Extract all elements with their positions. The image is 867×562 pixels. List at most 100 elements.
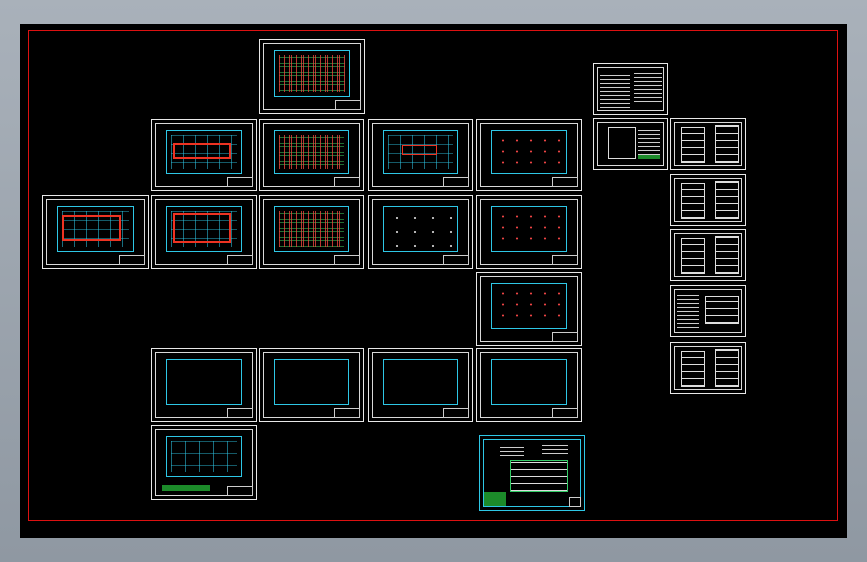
drawing-sheet-e2[interactable] xyxy=(259,348,364,422)
floor-plan xyxy=(491,359,567,405)
title-block xyxy=(334,177,360,187)
grid-axis-markers xyxy=(158,353,250,355)
grid-axis-markers xyxy=(375,200,466,202)
drawing-sheet-e1[interactable] xyxy=(151,348,257,422)
sheet-frame xyxy=(674,178,742,222)
sheet-frame xyxy=(155,429,253,496)
title-block xyxy=(569,497,581,507)
floor-plan xyxy=(274,130,349,174)
title-block xyxy=(119,255,145,265)
drawing-sheet-e4[interactable] xyxy=(476,348,582,422)
plan-grid xyxy=(388,211,453,247)
drawing-sheet-c2[interactable] xyxy=(259,195,364,269)
grid-axis-markers xyxy=(483,277,575,279)
plan-wall-outline xyxy=(62,215,121,241)
sheet-frame xyxy=(480,199,578,265)
grid-axis-markers xyxy=(266,44,358,46)
sheet-frame xyxy=(155,352,253,418)
plan-grid xyxy=(388,135,453,169)
floor-plan xyxy=(57,206,134,252)
plan-wall-outline xyxy=(402,145,437,155)
plan-wall-outline xyxy=(173,213,231,243)
drawing-sheet-s1[interactable] xyxy=(670,118,746,170)
schematic-block xyxy=(681,351,705,387)
floor-plan xyxy=(166,359,242,405)
drawing-sheet-f1[interactable] xyxy=(151,425,257,500)
drawing-sheet-c3[interactable] xyxy=(368,195,473,269)
floor-plan xyxy=(166,130,242,174)
title-block xyxy=(552,255,578,265)
title-block xyxy=(552,408,578,418)
drawing-sheet-b2[interactable] xyxy=(259,119,364,191)
sheet-frame xyxy=(674,289,742,333)
title-block xyxy=(227,486,253,496)
drawing-sheet-c0[interactable] xyxy=(42,195,149,269)
sheet-frame xyxy=(674,233,742,277)
notes-text xyxy=(600,72,630,108)
drawing-sheet-n2[interactable] xyxy=(593,118,668,170)
sheet-frame xyxy=(597,122,664,166)
drawing-sheet-a1[interactable] xyxy=(259,39,365,114)
plan-grid xyxy=(279,211,344,247)
legend-block xyxy=(484,492,506,506)
title-block xyxy=(334,255,360,265)
drawing-sheet-c1[interactable] xyxy=(151,195,257,269)
plan-grid xyxy=(171,135,237,169)
drawing-sheet-b3[interactable] xyxy=(368,119,473,191)
sheet-frame xyxy=(483,439,581,507)
sheet-frame xyxy=(480,352,578,418)
grid-axis-markers xyxy=(266,200,357,202)
plan-grid xyxy=(496,288,562,324)
schematic-block xyxy=(705,296,739,324)
floor-plan xyxy=(491,130,567,174)
grid-axis-markers xyxy=(483,200,575,202)
schematic-block xyxy=(681,183,705,219)
drawing-sheet-b1[interactable] xyxy=(151,119,257,191)
model-space-border xyxy=(28,30,838,521)
notes-text xyxy=(542,444,568,454)
sheet-frame xyxy=(674,346,742,390)
notes-text xyxy=(500,444,524,456)
schematic-block xyxy=(715,349,739,387)
grid-axis-markers xyxy=(483,353,575,355)
plan-grid xyxy=(62,211,129,247)
grid-axis-markers xyxy=(375,124,466,126)
schematic-block xyxy=(715,125,739,163)
drawing-sheet-b4[interactable] xyxy=(476,119,582,191)
grid-axis-markers xyxy=(266,124,357,126)
plan-grid xyxy=(279,55,345,92)
drawing-sheet-s3[interactable] xyxy=(670,229,746,281)
schematic-block xyxy=(715,236,739,274)
grid-axis-markers xyxy=(49,200,142,202)
notes-text xyxy=(677,294,699,328)
notes-text xyxy=(634,72,662,102)
sheet-frame xyxy=(263,123,360,187)
schematic-block xyxy=(681,238,705,274)
sheet-frame xyxy=(155,199,253,265)
grid-axis-markers xyxy=(158,200,250,202)
floor-plan xyxy=(383,206,458,252)
drawing-sheet-d4[interactable] xyxy=(476,272,582,346)
grid-axis-markers xyxy=(483,124,575,126)
sheet-frame xyxy=(372,123,469,187)
drawing-canvas[interactable] xyxy=(20,24,847,538)
drawing-sheet-s4[interactable] xyxy=(670,285,746,337)
drawing-sheet-s5[interactable] xyxy=(670,342,746,394)
plan-wall-outline xyxy=(173,143,231,159)
notes-text xyxy=(638,127,660,155)
drawing-sheet-f4[interactable] xyxy=(479,435,585,511)
grid-axis-markers xyxy=(158,430,250,432)
plan-grid xyxy=(496,135,562,169)
floor-plan xyxy=(166,436,242,477)
drawing-sheet-c4[interactable] xyxy=(476,195,582,269)
floor-plan xyxy=(274,50,350,97)
drawing-sheet-e3[interactable] xyxy=(368,348,473,422)
title-block xyxy=(335,100,361,110)
drawing-sheet-n1[interactable] xyxy=(593,63,668,115)
sheet-frame xyxy=(263,43,361,110)
drawing-sheet-s2[interactable] xyxy=(670,174,746,226)
floor-plan xyxy=(274,206,349,252)
title-block xyxy=(227,408,253,418)
grid-axis-markers xyxy=(375,353,466,355)
legend-bar xyxy=(638,155,660,159)
